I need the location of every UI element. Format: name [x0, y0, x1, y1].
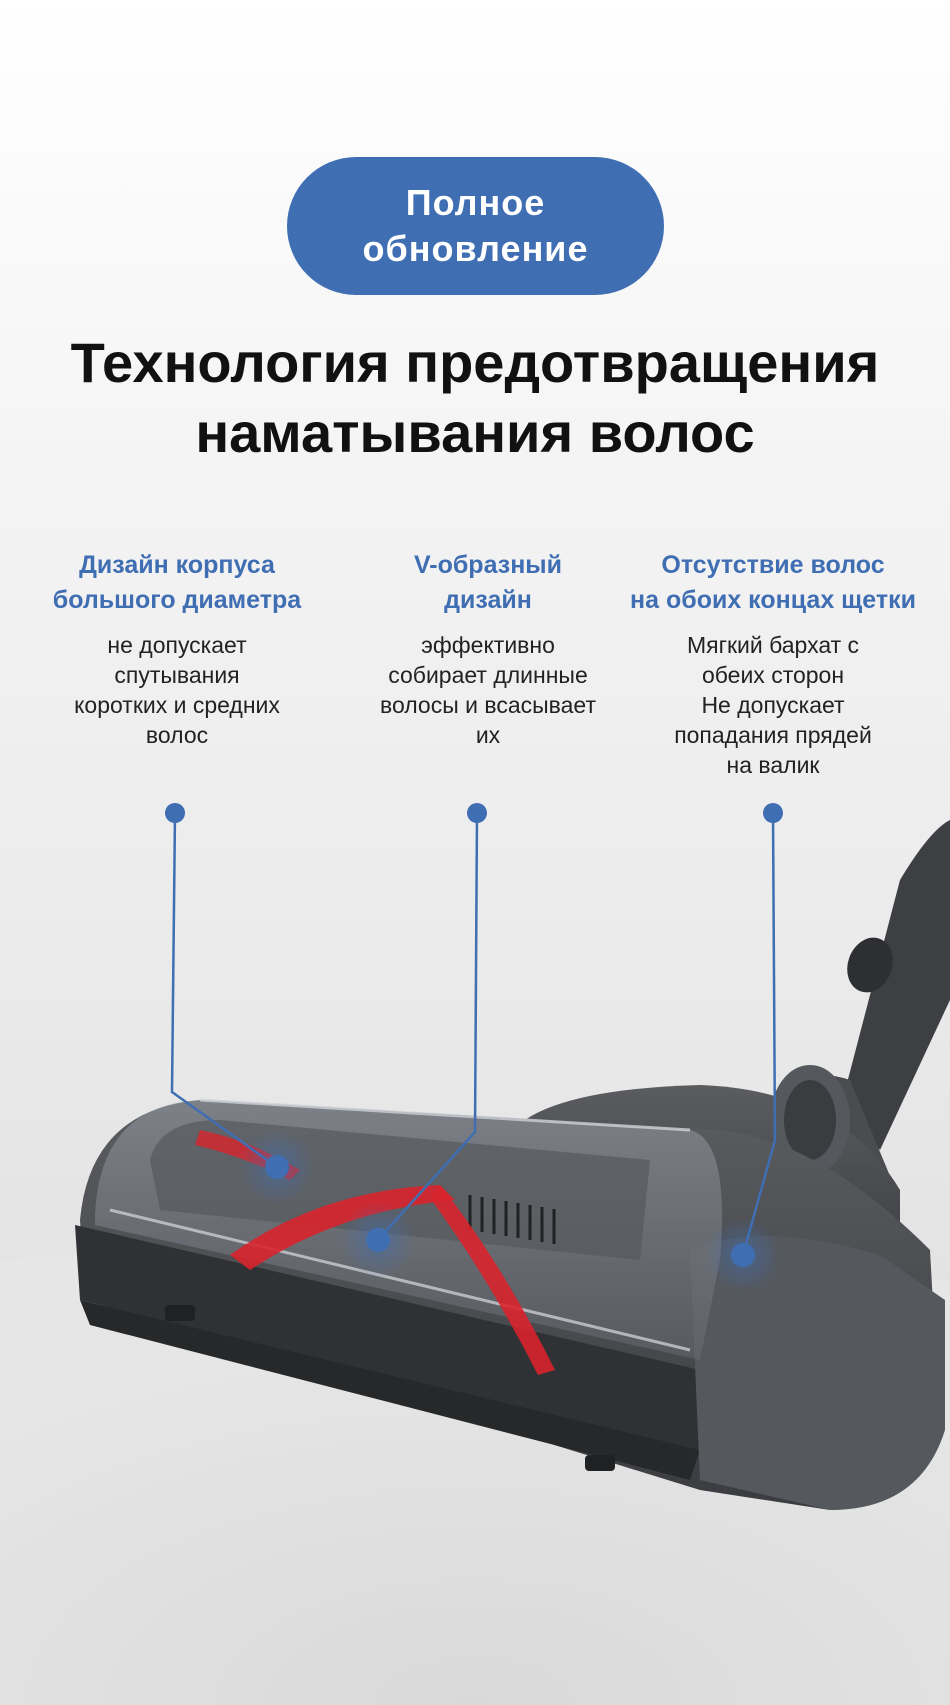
feature-description-line: Мягкий бархат с [686, 632, 860, 658]
page-title: Технология предотвращения наматывания во… [0, 328, 950, 468]
title-line-2: наматывания волос [195, 401, 755, 464]
title-line-1: Технология предотвращения [70, 331, 880, 394]
feature-description-line: волос [145, 722, 209, 748]
feature-description-line: их [475, 722, 501, 748]
update-badge: Полное обновление [287, 157, 664, 295]
feature-large-diameter: Дизайн корпуса большого диаметра не допу… [27, 548, 327, 750]
feature-description: эффективно собирает длинные волосы и вса… [338, 630, 638, 750]
feature-description-line: Не допускает [701, 692, 845, 718]
feature-heading: Дизайн корпуса большого диаметра [27, 548, 327, 618]
feature-description-line: собирает длинные [388, 662, 588, 688]
feature-v-shaped: V-образный дизайн эффективно собирает дл… [338, 548, 638, 750]
feature-description: не допускает спутывания коротких и средн… [27, 630, 327, 750]
feature-heading: Отсутствие волос на обоих концах щетки [623, 548, 923, 618]
feature-heading-line: дизайн [444, 586, 532, 614]
feature-description-line: обеих сторон [701, 662, 845, 688]
feature-heading-line: V-образный [413, 551, 563, 579]
feature-description-line: попадания прядей [674, 722, 872, 748]
feature-description-line: эффективно [421, 632, 555, 658]
badge-line-1: Полное [405, 182, 546, 223]
feature-heading-line: большого диаметра [52, 586, 302, 614]
feature-description-line: спутывания [114, 662, 240, 688]
feature-description: Мягкий бархат с обеих сторон Не допускае… [623, 630, 923, 780]
feature-heading: V-образный дизайн [338, 548, 638, 618]
feature-heading-line: Дизайн корпуса [79, 551, 275, 579]
feature-description-line: волосы и всасывает [380, 692, 596, 718]
badge-line-2: обновление [362, 228, 589, 269]
feature-heading-line: на обоих концах щетки [630, 586, 916, 614]
feature-description-line: на валик [726, 752, 820, 778]
feature-no-hair-ends: Отсутствие волос на обоих концах щетки М… [623, 548, 923, 780]
feature-heading-line: Отсутствие волос [661, 551, 885, 579]
feature-description-line: не допускает [107, 632, 247, 658]
feature-description-line: коротких и средних [74, 692, 280, 718]
